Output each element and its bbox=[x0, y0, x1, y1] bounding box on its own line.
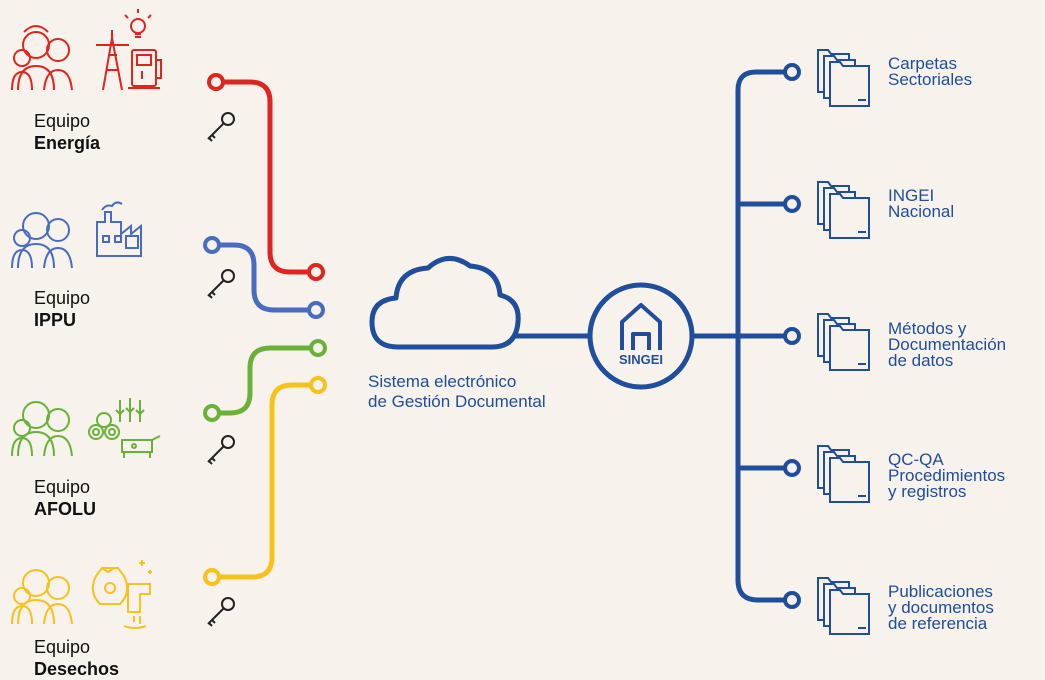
team-ippu-icons bbox=[11, 201, 142, 269]
team-desechos-icons bbox=[11, 560, 152, 629]
folder-label-line: y documentos bbox=[888, 598, 994, 617]
folder-stack-icon bbox=[817, 445, 870, 503]
team-label-desechos: Equipo Desechos bbox=[34, 636, 119, 680]
key-icon bbox=[207, 597, 235, 627]
folder-stack-icon bbox=[817, 313, 870, 371]
folder-label-4: QC-QA Procedimientos y registros bbox=[888, 450, 1006, 501]
cloud-caption: Sistema electrónico de Gestión Documenta… bbox=[368, 372, 546, 412]
team-connectors bbox=[213, 79, 317, 580]
factory-icon bbox=[96, 201, 142, 257]
people-icon bbox=[11, 25, 73, 91]
folder-label-line: Carpetas bbox=[888, 54, 957, 73]
house-icon bbox=[620, 303, 662, 350]
folder-label-1: Carpetas Sectoriales bbox=[888, 54, 973, 89]
connector-desechos bbox=[213, 382, 317, 580]
folder-label-line: Procedimientos bbox=[888, 466, 1006, 485]
ring-folder-5 bbox=[783, 591, 801, 609]
ring-afolu-end bbox=[309, 339, 327, 357]
fuel-pump-icon bbox=[128, 49, 162, 89]
people-icon bbox=[11, 401, 73, 457]
trash-bag-icon bbox=[91, 567, 129, 605]
folder-label-line: de referencia bbox=[888, 614, 988, 633]
hub-label: SINGEI bbox=[618, 352, 664, 367]
cloud-caption-line2: de Gestión Documental bbox=[368, 392, 546, 411]
folder-label-line: Sectoriales bbox=[888, 70, 973, 89]
team-label-line1: Equipo bbox=[34, 288, 91, 308]
folder-label-2: INGEI Nacional bbox=[888, 186, 955, 221]
people-icon bbox=[11, 569, 73, 625]
ring-folder-3 bbox=[783, 327, 801, 345]
folder-stack-icon bbox=[817, 49, 870, 107]
team-label-name: AFOLU bbox=[34, 499, 96, 519]
folder-label-line: Métodos y bbox=[888, 319, 967, 338]
lightbulb-icon bbox=[124, 9, 152, 38]
ring-ippu-end bbox=[307, 301, 325, 319]
key-icon bbox=[207, 435, 235, 465]
connector-afolu bbox=[213, 345, 317, 416]
connector-rings bbox=[203, 73, 327, 586]
folder-label-line: de datos bbox=[888, 351, 954, 370]
folder-label-3: Métodos y Documentación de datos bbox=[888, 319, 1007, 370]
ring-folder-4 bbox=[783, 459, 801, 477]
folder-rings bbox=[783, 63, 801, 609]
folder-label-line: QC-QA bbox=[888, 450, 944, 469]
ring-energia-end bbox=[307, 263, 325, 281]
folder-stack-icon bbox=[817, 181, 870, 239]
drain-pipe-icon bbox=[123, 583, 151, 629]
folder-icons bbox=[817, 49, 870, 635]
team-afolu-icons bbox=[11, 398, 161, 458]
cloud-caption-line1: Sistema electrónico bbox=[368, 372, 517, 391]
folder-stack-icon bbox=[817, 577, 870, 635]
connector-ippu bbox=[213, 242, 316, 313]
sparkle-icon bbox=[139, 560, 152, 574]
folder-label-5: Publicaciones y documentos de referencia bbox=[888, 582, 994, 633]
ring-energia-start bbox=[207, 73, 225, 91]
hay-bales-icon bbox=[88, 412, 120, 440]
ring-ippu-start bbox=[203, 236, 221, 254]
folder-label-line: Nacional bbox=[888, 202, 955, 221]
team-label-name: IPPU bbox=[34, 310, 77, 330]
ring-folder-2 bbox=[783, 195, 801, 213]
folder-label-line: y registros bbox=[888, 482, 967, 501]
team-label-line1: Equipo bbox=[34, 111, 91, 131]
folder-label-line: Documentación bbox=[888, 335, 1007, 354]
connector-energia bbox=[221, 79, 315, 275]
team-energia-icons bbox=[11, 9, 162, 91]
key-icon bbox=[207, 112, 235, 142]
ring-afolu-start bbox=[203, 404, 221, 422]
team-label-energia: Equipo Energía bbox=[34, 110, 100, 154]
team-label-ippu: Equipo IPPU bbox=[34, 287, 90, 331]
team-label-name: Desechos bbox=[34, 659, 120, 679]
folder-trunk bbox=[735, 69, 786, 603]
cloud-icon bbox=[369, 256, 521, 350]
team-label-afolu: Equipo AFOLU bbox=[34, 476, 96, 520]
team-label-line1: Equipo bbox=[34, 637, 91, 657]
folder-label-line: INGEI bbox=[888, 186, 935, 205]
team-label-line1: Equipo bbox=[34, 477, 91, 497]
power-tower-icon bbox=[96, 30, 129, 91]
folder-label-line: Publicaciones bbox=[888, 582, 993, 601]
cow-icon bbox=[121, 435, 161, 458]
ring-desechos-start bbox=[203, 568, 221, 586]
ring-folder-1 bbox=[783, 63, 801, 81]
ring-desechos-end bbox=[309, 376, 327, 394]
key-icons bbox=[207, 112, 235, 627]
people-icon bbox=[11, 212, 73, 269]
team-label-name: Energía bbox=[34, 133, 101, 153]
wheat-icon bbox=[115, 398, 145, 422]
key-icon bbox=[207, 269, 235, 299]
